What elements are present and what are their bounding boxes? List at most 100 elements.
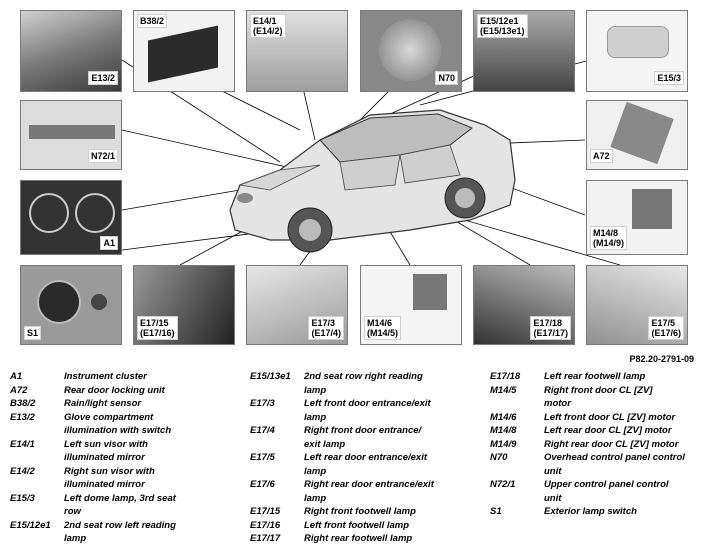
legend-code: S1 (490, 506, 502, 517)
legend-description: Glove compartment (64, 411, 154, 423)
legend-row: lamp (250, 465, 476, 479)
legend-description: Right rear door entrance/exit (304, 479, 434, 490)
legend-row: M14/5 Right front door CL [ZV] (490, 384, 700, 398)
legend-row: N72/1 Upper control panel control (490, 478, 700, 492)
legend-description: Right front door entrance/ (304, 425, 422, 436)
legend-row: A72 Rear door locking unit (10, 384, 236, 398)
callout-e17-5: E17/5 (E17/6) (648, 316, 684, 340)
callout-b38-2: B38/2 (137, 14, 168, 28)
legend-row: E15/12e1 2nd seat row left reading (10, 519, 236, 533)
callout-s1: S1 (24, 326, 42, 340)
panel-rear-door-entrance: E17/5 (E17/6) (586, 265, 688, 345)
panel-rear-door-locking: A72 (586, 100, 688, 170)
legend-row: unit (490, 492, 700, 506)
legend-description: lamp (304, 492, 327, 504)
legend-description: Left sun visor with (64, 438, 148, 450)
legend-description: lamp (304, 465, 327, 477)
legend-row: E17/18 Left rear footwell lamp (490, 370, 700, 384)
legend-description: illuminated mirror (64, 479, 145, 490)
legend-code (250, 411, 304, 425)
legend-description: lamp (64, 533, 87, 544)
panel-sun-visor: E14/1 (E14/2) (246, 10, 348, 92)
legend-code: E17/5 (250, 452, 275, 463)
legend-description: Right rear footwell lamp (304, 533, 413, 544)
legend-row: row (10, 505, 236, 519)
legend-code (490, 465, 544, 479)
legend-code: N70 (490, 452, 508, 463)
legend-description: Overhead control panel control (544, 452, 685, 463)
legend-description: Exterior lamp switch (544, 506, 637, 517)
callout-a72: A72 (590, 149, 613, 163)
legend-description: Upper control panel control (544, 479, 669, 490)
panel-reading-lamp: E15/12e1 (E15/13e1) (473, 10, 575, 92)
legend-code: A72 (10, 384, 28, 396)
panel-front-door-entrance: E17/3 (E17/4) (246, 265, 348, 345)
legend-code: E17/18 (490, 371, 521, 382)
legend-code: M14/8 (490, 425, 517, 436)
legend-row: S1 Exterior lamp switch (490, 505, 700, 519)
legend-code: N72/1 (490, 479, 516, 490)
legend-description: Rain/light sensor (64, 398, 142, 409)
legend-code (490, 397, 544, 411)
legend-code (250, 465, 304, 479)
legend-code: E13/2 (10, 411, 35, 423)
legend-code: M14/6 (490, 411, 517, 423)
legend-code: E17/6 (250, 479, 275, 490)
legend-code (10, 424, 64, 438)
legend-code: E14/1 (10, 438, 35, 450)
legend-row: E14/1 Left sun visor with (10, 438, 236, 452)
legend-row: N70 Overhead control panel control (490, 451, 700, 465)
legend-code: M14/9 (490, 438, 517, 450)
legend-code: B38/2 (10, 398, 36, 409)
legend-description: Right front door CL [ZV] (544, 384, 653, 396)
callout-n72-1: N72/1 (87, 149, 118, 163)
legend-code: E17/16 (250, 519, 281, 531)
legend-code: E15/12e1 (10, 519, 51, 531)
legend-description: Instrument cluster (64, 371, 147, 382)
legend-code: E17/4 (250, 425, 275, 436)
legend-code (250, 384, 304, 398)
legend-description: illumination with switch (64, 425, 172, 436)
callout-e15-3: E15/3 (654, 71, 684, 85)
legend-code (10, 451, 64, 465)
vehicle-illustration (229, 109, 516, 253)
callout-n70: N70 (435, 71, 458, 85)
legend-description: Left dome lamp, 3rd seat (64, 492, 176, 504)
legend-description: 2nd seat row left reading (64, 519, 176, 531)
legend-description: Rear door locking unit (64, 384, 165, 396)
figure-code: P82.20-2791-09 (629, 354, 694, 364)
panel-dome-lamp: E15/3 (586, 10, 688, 92)
legend-description: row (64, 506, 81, 517)
legend-row: illumination with switch (10, 424, 236, 438)
legend-row: E17/4 Right front door entrance/ (250, 424, 476, 438)
legend-code (10, 505, 64, 519)
legend-code: E15/13e1 (250, 371, 291, 382)
legend-row: exit lamp (250, 438, 476, 452)
panel-footwell-rear: E17/18 (E17/17) (473, 265, 575, 345)
legend-description: unit (544, 465, 562, 477)
legend-code: E14/2 (10, 465, 35, 477)
legend-description: Left rear footwell lamp (544, 371, 646, 382)
legend-description: lamp (304, 411, 327, 423)
legend-code: A1 (10, 371, 23, 382)
panel-exterior-lamp-switch: S1 (20, 265, 122, 345)
legend-code (10, 478, 64, 492)
callout-m14-6: M14/6 (M14/5) (364, 316, 402, 340)
legend-description: exit lamp (304, 438, 346, 450)
legend-description: unit (544, 492, 562, 504)
legend-row: motor (490, 397, 700, 411)
callout-e13-2: E13/2 (88, 71, 118, 85)
legend-description: Left rear door CL [ZV] motor (544, 425, 672, 436)
legend-code (490, 492, 544, 506)
legend-code: M14/5 (490, 384, 517, 396)
legend-description: Right front footwell lamp (304, 506, 416, 517)
callout-m14-8: M14/8 (M14/9) (590, 226, 628, 250)
callout-e17-3: E17/3 (E17/4) (308, 316, 344, 340)
